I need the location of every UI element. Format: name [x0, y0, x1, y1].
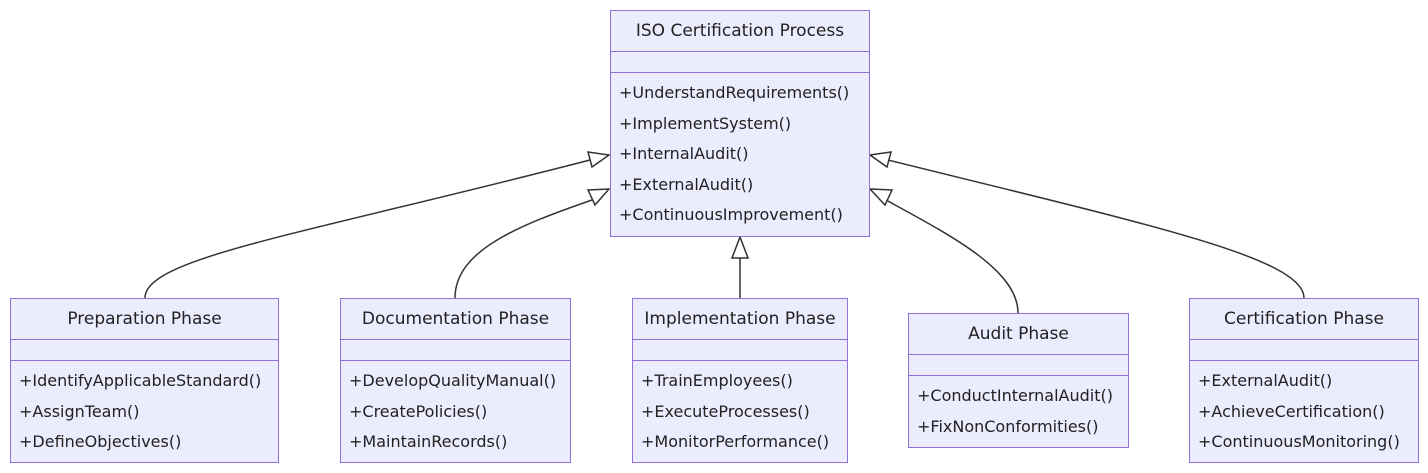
method: +ExecuteProcesses() [641, 401, 810, 421]
method: +AchieveCertification() [1198, 401, 1385, 421]
class-title: Audit Phase [909, 314, 1128, 355]
class-iso-certification-process[interactable]: ISO Certification Process +UnderstandReq… [610, 10, 870, 237]
method: +ContinuousMonitoring() [1198, 432, 1400, 451]
arrowhead-preparation [586, 151, 611, 169]
class-implementation-phase[interactable]: Implementation Phase +TrainEmployees() +… [632, 298, 848, 463]
class-methods: +IdentifyApplicableStandard() +AssignTea… [11, 361, 278, 458]
method: +InternalAudit() [619, 144, 749, 163]
class-methods: +TrainEmployees() +ExecuteProcesses() +M… [633, 361, 847, 458]
method: +ExternalAudit() [1198, 371, 1333, 390]
edge-preparation-to-iso [144, 159, 591, 299]
edge-audit-to-iso [885, 199, 1019, 314]
class-attributes [1190, 340, 1418, 361]
method: +DevelopQualityManual() [349, 371, 557, 390]
arrowhead-documentation [586, 188, 611, 207]
edge-documentation-to-iso [454, 199, 593, 299]
arrowhead-implementation [730, 234, 750, 259]
class-title: Documentation Phase [341, 299, 570, 340]
method: +ConductInternalAudit() [917, 386, 1113, 405]
edge-certification-to-iso [887, 159, 1305, 299]
method: +ExternalAudit() [619, 174, 754, 194]
class-title: ISO Certification Process [611, 11, 869, 52]
class-methods: +ExternalAudit() +AchieveCertification()… [1190, 361, 1418, 458]
method: +FixNonConformities() [917, 416, 1099, 436]
method: +CreatePolicies() [349, 401, 488, 421]
class-attributes [633, 340, 847, 361]
arrowhead-audit [868, 188, 894, 207]
method: +MaintainRecords() [349, 432, 508, 451]
class-methods: +ConductInternalAudit() +FixNonConformit… [909, 376, 1128, 442]
class-title: Preparation Phase [11, 299, 278, 340]
method: +ContinuousImprovement() [619, 205, 843, 224]
class-attributes [909, 355, 1128, 376]
class-attributes [611, 52, 869, 73]
method: +ImplementSystem() [619, 113, 792, 133]
class-methods: +UnderstandRequirements() +ImplementSyst… [611, 73, 869, 231]
class-audit-phase[interactable]: Audit Phase +ConductInternalAudit() +Fix… [908, 313, 1129, 448]
method: +DefineObjectives() [19, 432, 182, 451]
class-methods: +DevelopQualityManual() +CreatePolicies(… [341, 361, 570, 458]
class-certification-phase[interactable]: Certification Phase +ExternalAudit() +Ac… [1189, 298, 1419, 463]
class-title: Certification Phase [1190, 299, 1418, 340]
class-attributes [341, 340, 570, 361]
class-title: Implementation Phase [633, 299, 847, 340]
method: +IdentifyApplicableStandard() [19, 371, 262, 390]
method: +UnderstandRequirements() [619, 83, 850, 102]
class-documentation-phase[interactable]: Documentation Phase +DevelopQualityManua… [340, 298, 571, 463]
method: +MonitorPerformance() [641, 432, 830, 451]
arrowhead-certification [868, 151, 893, 169]
method: +TrainEmployees() [641, 371, 793, 390]
class-preparation-phase[interactable]: Preparation Phase +IdentifyApplicableSta… [10, 298, 279, 463]
method: +AssignTeam() [19, 401, 140, 421]
class-attributes [11, 340, 278, 361]
